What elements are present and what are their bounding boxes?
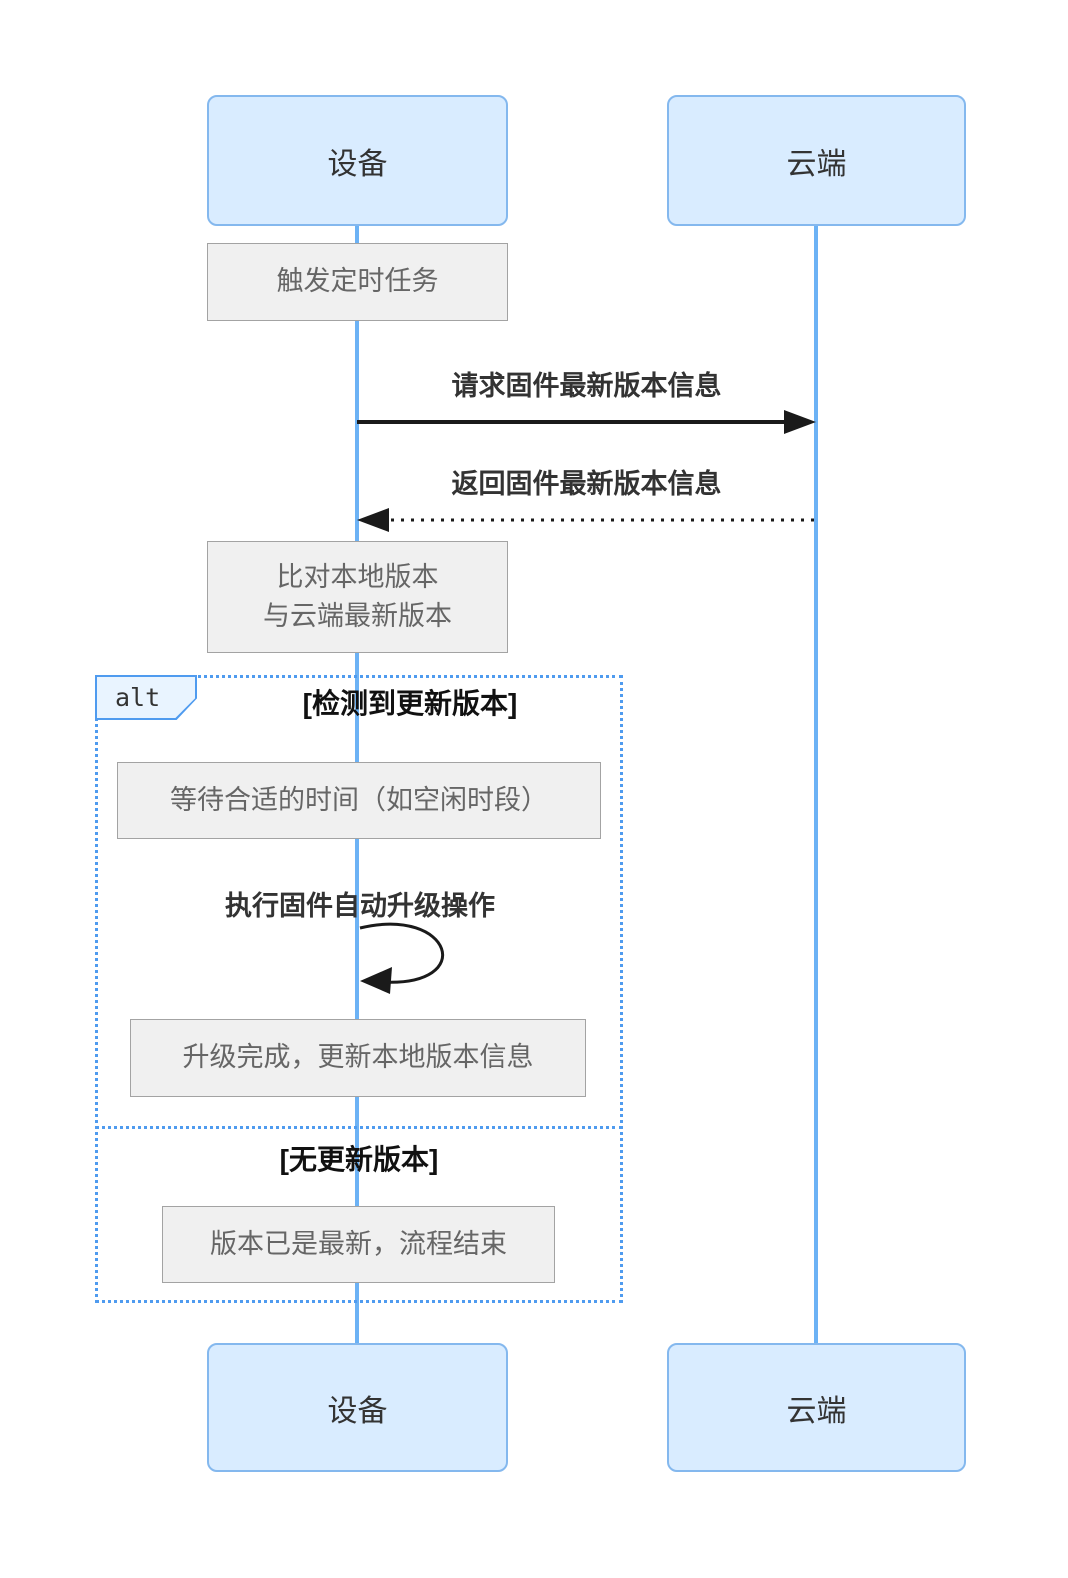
note-compare-versions: 比对本地版本 与云端最新版本 [207, 541, 508, 653]
alt-frame [95, 675, 623, 1303]
alt-tab: alt [95, 675, 197, 720]
alt-tab-inner: alt [97, 677, 195, 718]
alt-condition-no-update: [无更新版本] [279, 1144, 439, 1175]
alt-label: alt [115, 683, 161, 712]
note-trigger-task: 触发定时任务 [207, 243, 508, 321]
note-latest-version: 版本已是最新，流程结束 [162, 1206, 555, 1283]
note-upgrade-complete-text: 升级完成，更新本地版本信息 [182, 1042, 534, 1073]
note-trigger-task-text: 触发定时任务 [276, 266, 439, 297]
actor-device-bottom: 设备 [207, 1343, 508, 1472]
actor-cloud-bottom: 云端 [667, 1343, 966, 1472]
note-wait-time-text: 等待合适的时间（如空闲时段） [170, 784, 548, 815]
actor-cloud-top-label: 云端 [786, 147, 847, 181]
actor-cloud-bottom-label: 云端 [786, 1394, 847, 1428]
alt-condition-update: [检测到更新版本] [302, 688, 518, 719]
response-arrowhead [357, 508, 389, 532]
alt-section-divider [95, 1126, 623, 1129]
message-request-label: 请求固件最新版本信息 [451, 371, 722, 401]
self-message-label: 执行固件自动升级操作 [225, 891, 495, 921]
request-arrowhead [784, 410, 816, 434]
actor-cloud-top: 云端 [667, 95, 966, 226]
actor-device-top-label: 设备 [327, 147, 388, 181]
message-response-label: 返回固件最新版本信息 [451, 469, 722, 499]
actor-device-bottom-label: 设备 [327, 1394, 388, 1428]
note-wait-time: 等待合适的时间（如空闲时段） [117, 762, 601, 839]
note-upgrade-complete: 升级完成，更新本地版本信息 [130, 1019, 586, 1097]
note-latest-version-text: 版本已是最新，流程结束 [210, 1228, 507, 1259]
cloud-lifeline [814, 222, 818, 1346]
note-compare-line1: 比对本地版本 [276, 561, 439, 592]
actor-device-top: 设备 [207, 95, 508, 226]
note-compare-line2: 与云端最新版本 [263, 601, 452, 631]
